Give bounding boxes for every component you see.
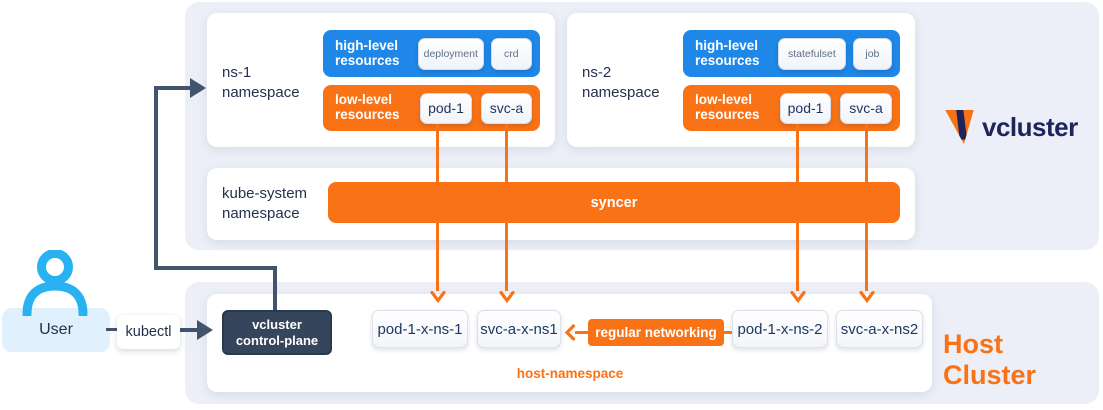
- vcluster-logo: vcluster: [945, 110, 1078, 144]
- regular-networking-connector: [724, 331, 732, 334]
- sync-arrow-head-1: [430, 291, 446, 303]
- sync-arrow-head-3: [790, 291, 806, 303]
- vcluster-logo-icon: [945, 110, 974, 144]
- host-namespace-label: host-namespace: [516, 366, 624, 381]
- sync-arrow-head-2: [499, 291, 515, 303]
- ns2-low-level-bar: low-level resources pod-1 svc-a: [683, 85, 900, 131]
- ns1-low-level-bar: low-level resources pod-1 svc-a: [323, 85, 540, 131]
- ns2-high-level-bar: high-level resources statefulset job: [683, 30, 900, 77]
- user-icon: [22, 250, 88, 316]
- ns2-namespace-label: ns-2 namespace: [582, 64, 660, 101]
- user-label: User: [39, 321, 73, 338]
- ns1-low-level-label: low-level resources: [335, 92, 400, 122]
- regular-networking-box: regular networking: [588, 319, 724, 346]
- host-cluster-title: Host Cluster: [943, 329, 1037, 390]
- host-chip-svc-a-x-ns1: svc-a-x-ns1: [477, 310, 561, 348]
- ns1-high-level-bar: high-level resources deployment crd: [323, 30, 540, 77]
- sync-line-pod1-ns1: [436, 124, 439, 291]
- ns2-high-level-label: high-level resources: [695, 37, 760, 68]
- control-plane-arrow-vertical-upper: [154, 86, 158, 270]
- user-label-box: User: [2, 308, 110, 352]
- syncer-bar: syncer: [328, 182, 900, 223]
- ns2-low-level-label: low-level resources: [695, 92, 760, 122]
- ns1-pod-1-chip: pod-1: [420, 92, 472, 124]
- host-chip-svc-a-x-ns2: svc-a-x-ns2: [836, 310, 923, 348]
- ns2-pod-1-chip: pod-1: [780, 92, 832, 124]
- host-chip-pod-1-x-ns-1: pod-1-x-ns-1: [372, 310, 468, 348]
- ns2-svc-a-chip: svc-a: [840, 92, 892, 124]
- sync-line-pod1-ns2: [796, 124, 799, 291]
- control-plane-arrow-vertical-lower: [273, 268, 277, 312]
- vcluster-logo-text: vcluster: [982, 111, 1078, 142]
- control-plane-arrow-head: [190, 78, 206, 98]
- regular-networking-arrow-shaft: [575, 331, 588, 334]
- host-chip-pod-1-x-ns-2: pod-1-x-ns-2: [732, 310, 828, 348]
- regular-networking-arrow-head: [564, 324, 576, 341]
- kubectl-chip: kubectl: [117, 315, 180, 349]
- sync-line-svca-ns1: [505, 124, 508, 291]
- ns1-svc-a-chip: svc-a: [480, 92, 532, 124]
- control-plane-arrow-horizontal-upper: [156, 86, 192, 90]
- kubectl-arrow-head: [197, 320, 213, 340]
- deployment-chip: deployment: [418, 37, 484, 70]
- vcluster-control-plane-box: vcluster control-plane: [222, 310, 332, 355]
- kubectl-arrow-shaft: [180, 328, 199, 332]
- crd-chip: crd: [490, 37, 532, 70]
- statefulset-chip: statefulset: [778, 37, 846, 70]
- job-chip: job: [852, 37, 892, 70]
- sync-line-svca-ns2: [865, 124, 868, 291]
- ns1-high-level-label: high-level resources: [335, 37, 400, 68]
- user-kubectl-connector: [106, 328, 117, 331]
- kube-system-label: kube-system namespace: [222, 185, 308, 222]
- control-plane-arrow-horizontal-lower: [154, 266, 277, 270]
- sync-arrow-head-4: [859, 291, 875, 303]
- ns1-namespace-label: ns-1 namespace: [222, 64, 300, 101]
